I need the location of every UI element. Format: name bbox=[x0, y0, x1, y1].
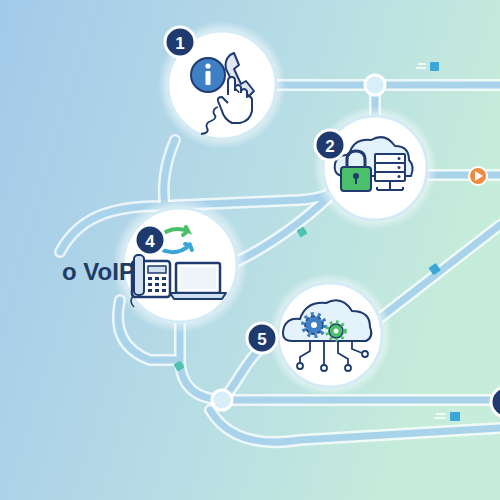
callout-number: 2 bbox=[325, 137, 334, 154]
callout-number: 5 bbox=[257, 330, 266, 347]
info-call-icon bbox=[191, 53, 254, 134]
cloud-automation-icon bbox=[283, 300, 371, 371]
number-badges bbox=[135, 27, 500, 417]
callout-number: 1 bbox=[175, 34, 184, 51]
step-circles bbox=[112, 21, 437, 397]
route-tubes bbox=[60, 85, 500, 442]
title-fragment: o VoIP bbox=[62, 260, 135, 284]
callout-number: 4 bbox=[145, 232, 154, 249]
